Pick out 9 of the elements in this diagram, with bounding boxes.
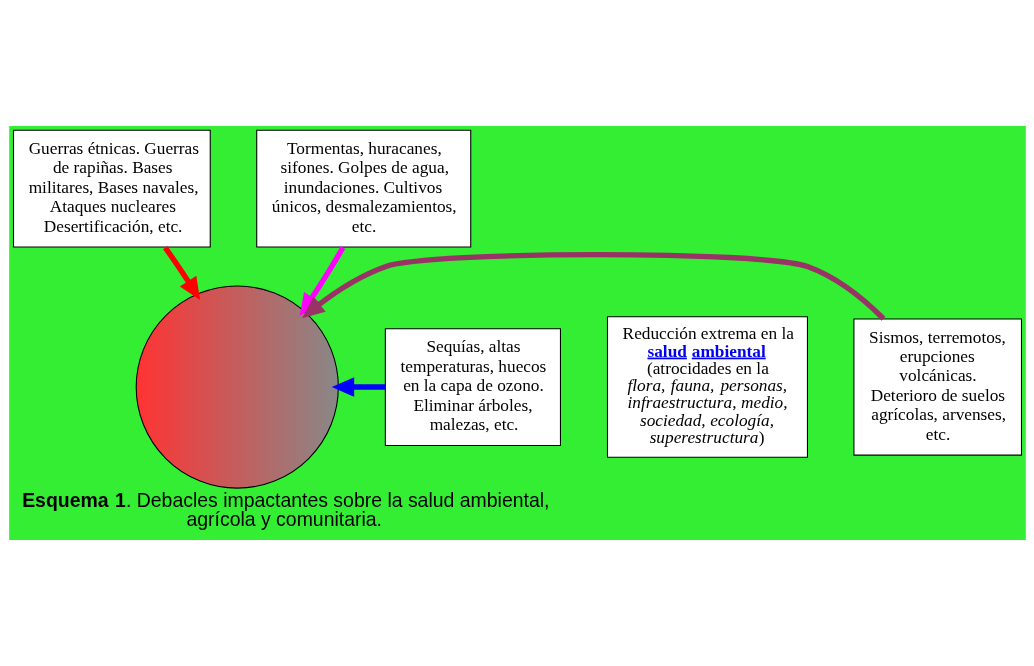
- node-box: Tormentas, huracanes, sifones. Golpes de agua, inundaciones. Cultivos únicos, desmalezamientos, etc.: [255, 129, 471, 248]
- arrow: [162, 246, 200, 301]
- node-circle: [135, 285, 339, 489]
- node-box: Sequías, altas temperaturas, huecos en la capa de ozono. Eliminar árboles, malezas, etc.: [384, 328, 561, 446]
- caption: Esquema 1. Debacles impactantes sobre la salud ambiental, agrícola y comunitaria.: [21, 488, 549, 531]
- node-box: Reducción extrema en la salud ambiental (atrocidades en la flora, fauna, personas, infraestructura, medio, sociedad, ecología, superestructura): [606, 316, 808, 458]
- node-box: Guerras étnicas. Guerras de rapiñas. Bases militares, Bases navales, Ataques nucleares Desertificación, etc.: [12, 129, 211, 248]
- node-box: Sismos, terremotos, erupciones volcánicas. Deterioro de suelos agrícolas, arvenses, etc.: [852, 318, 1022, 456]
- arrow: [331, 377, 385, 397]
